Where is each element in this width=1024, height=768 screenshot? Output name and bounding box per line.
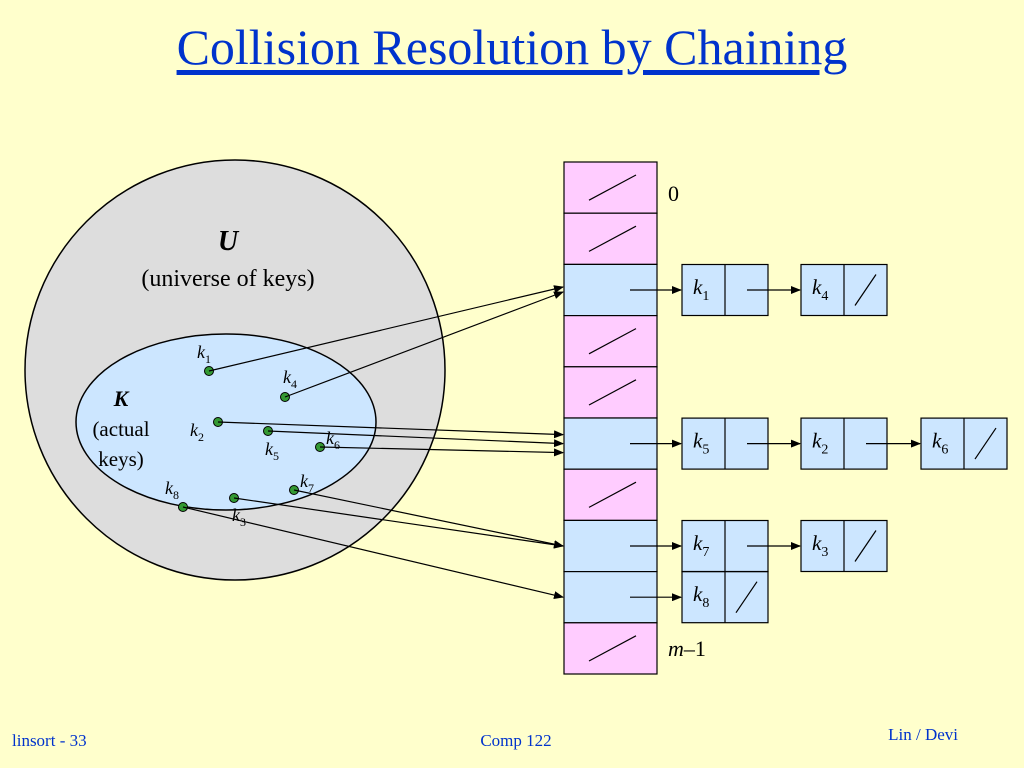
key-label-k5: k5: [265, 439, 279, 463]
footer-right: Lin / Devi: [888, 725, 958, 744]
key-label-k7: k7: [300, 471, 314, 495]
nil-slash-k3: [854, 530, 877, 562]
key-label-k4: k4: [283, 367, 297, 391]
key-label-k1: k1: [197, 342, 211, 366]
hash-arrows: [182, 285, 564, 600]
node-key-k3-base: k: [812, 531, 822, 555]
footer-left: linsort - 33: [12, 731, 87, 750]
key-label-k7-sub: 7: [308, 481, 314, 495]
node-key-k5-base: k: [693, 429, 703, 453]
table-slot-6: [563, 468, 658, 522]
node-key-k1: k1: [693, 275, 709, 304]
footer-center: Comp 122: [480, 731, 552, 750]
node-key-k8-base: k: [693, 582, 703, 606]
key-label-k3-sub: 3: [240, 515, 246, 529]
key-label-k6-sub: 6: [334, 438, 340, 452]
hash-arrow-k5: [267, 430, 564, 448]
table-slot-4: [563, 366, 658, 419]
node-key-k4-sub: 4: [821, 289, 828, 304]
slide-title: Collision Resolution by Chaining: [176, 19, 848, 75]
nil-slash-0: [588, 174, 637, 201]
key-label-k2: k2: [190, 420, 204, 444]
list-node-k6: k6: [920, 417, 1008, 470]
key-label-k4-base: k: [283, 367, 292, 387]
slot-label-first: 0: [668, 181, 679, 206]
key-label-k8: k8: [165, 478, 179, 502]
list-node-k4: k4: [800, 263, 888, 317]
nil-slash-k4: [854, 274, 877, 306]
list-node-k5: k5: [681, 417, 769, 470]
key-label-k3-base: k: [232, 505, 241, 525]
node-key-k7: k7: [693, 531, 709, 560]
key-label-k5-base: k: [265, 439, 274, 459]
key-label-k5-sub: 5: [273, 449, 279, 463]
key-label-k2-sub: 2: [198, 430, 204, 444]
nil-slash-k8: [735, 581, 758, 614]
table-slot-1: [563, 212, 658, 265]
list-node-k3: k3: [800, 519, 888, 573]
hash-arrow-k7: [293, 489, 564, 549]
nil-slash-4: [588, 379, 637, 406]
key-label-k4-sub: 4: [291, 377, 297, 391]
node-key-k8: k8: [693, 582, 709, 611]
hash-arrow-k6: [319, 446, 564, 457]
hash-arrow-k1: [208, 285, 564, 372]
nil-slash-9: [588, 635, 637, 662]
actual-keys-caption-line1: (actual: [92, 417, 149, 441]
actual-keys-symbol: K: [113, 386, 130, 411]
node-key-k3: k3: [812, 531, 828, 560]
node-key-k2-sub: 2: [821, 443, 828, 458]
key-label-k1-base: k: [197, 342, 206, 362]
node-key-k7-base: k: [693, 531, 703, 555]
node-key-k1-sub: 1: [702, 289, 709, 304]
universe-symbol: U: [218, 226, 240, 257]
slot-label-last-suffix: –1: [683, 636, 706, 661]
table-slot-3: [563, 315, 658, 368]
key-label-k2-base: k: [190, 420, 199, 440]
node-key-k7-sub: 7: [702, 545, 709, 560]
table-slot-0: [563, 161, 658, 214]
key-label-k3: k3: [232, 505, 246, 529]
node-key-k6-sub: 6: [941, 443, 948, 458]
node-key-k5-sub: 5: [702, 443, 709, 458]
slot-label-last: m–1: [668, 636, 706, 661]
list-node-k8: k8: [681, 571, 769, 624]
key-label-k6: k6: [326, 428, 340, 452]
key-label-k8-base: k: [165, 478, 174, 498]
key-label-k6-base: k: [326, 428, 335, 448]
key-label-k7-base: k: [300, 471, 309, 491]
node-key-k4-base: k: [812, 275, 822, 299]
node-key-k6: k6: [932, 429, 948, 458]
nil-slash-k6: [974, 427, 997, 460]
nil-slash-3: [588, 328, 637, 355]
actual-keys-caption-line2: keys): [98, 447, 144, 471]
node-key-k1-base: k: [693, 275, 703, 299]
node-key-k6-base: k: [932, 429, 942, 453]
node-key-k2: k2: [812, 429, 828, 458]
node-key-k5: k5: [693, 429, 709, 458]
node-key-k2-base: k: [812, 429, 822, 453]
hash-arrow-k8: [182, 506, 564, 600]
nil-slash-1: [588, 225, 637, 252]
node-key-k4: k4: [812, 275, 828, 304]
key-label-k8-sub: 8: [173, 488, 179, 502]
node-key-k3-sub: 3: [821, 545, 828, 560]
nil-slash-6: [588, 481, 637, 508]
hash-arrow-k4: [284, 291, 564, 398]
slot-label-last-var: m: [668, 636, 684, 661]
universe-caption: (universe of keys): [141, 266, 314, 292]
node-key-k8-sub: 8: [702, 596, 709, 611]
hash-arrow-k3: [233, 497, 564, 549]
hash-arrow-k2: [217, 421, 564, 439]
key-label-k1-sub: 1: [205, 352, 211, 366]
table-slot-9: [563, 622, 658, 675]
